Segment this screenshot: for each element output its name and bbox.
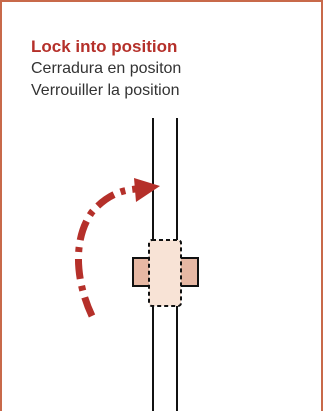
arrow-head <box>134 178 160 202</box>
arrow-curve <box>74 185 138 318</box>
instruction-title: Lock into position <box>31 37 178 56</box>
latch-block-icon <box>132 239 199 307</box>
instruction-text: Lock into position Cerradura en positon … <box>31 36 181 102</box>
instruction-french: Verrouiller la position <box>31 82 180 99</box>
curved-dashed-arrow-icon <box>74 178 160 318</box>
instruction-spanish: Cerradura en positon <box>31 60 182 77</box>
latch-inner <box>148 239 182 307</box>
